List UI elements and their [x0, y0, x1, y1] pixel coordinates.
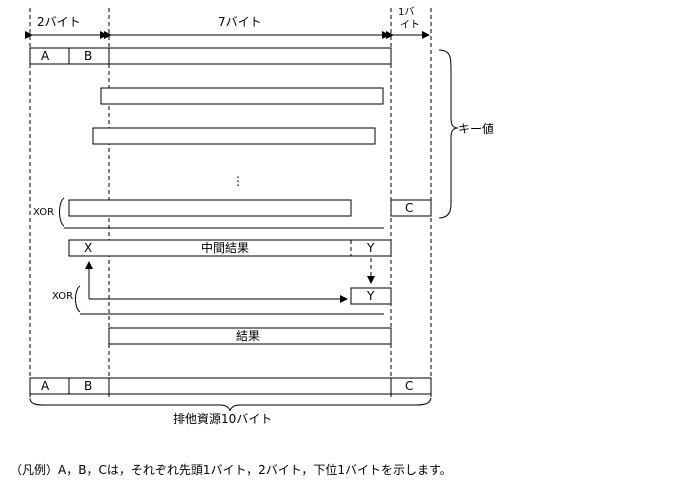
xor-brace-2: [75, 285, 81, 313]
xor-label-1: XOR: [33, 207, 54, 218]
key-value-brace: [438, 49, 459, 219]
seven-byte-label: 7バイト: [218, 15, 262, 29]
block-x-label: X: [84, 241, 92, 255]
block-b-label: B: [84, 49, 92, 63]
block-y-label: Y: [366, 241, 375, 255]
legend-text: （凡例）A，B，Cは，それぞれ先頭1バイト，2バイト，下位1バイトを示します。: [10, 462, 452, 477]
block-c-key-label: C: [405, 201, 413, 215]
block-c-key: [390, 199, 432, 217]
two-byte-label: 2バイト: [37, 15, 81, 29]
y-copy-box: [350, 287, 392, 305]
block-a-final-label: A: [41, 379, 50, 393]
result-box: [108, 327, 392, 345]
exclusive-resource-label: 排他資源10バイト: [173, 412, 272, 426]
block-a-top: [29, 47, 70, 65]
result-label: 結果: [236, 329, 260, 343]
block-a-final: [29, 377, 70, 395]
block-b-final-label: B: [84, 379, 92, 393]
intermediate-result-label: 中間結果: [201, 240, 249, 255]
intermediate-result-box: [68, 239, 392, 257]
block-c-final-label: C: [405, 379, 413, 393]
y-copy-label: Y: [366, 289, 375, 303]
block-body-final: [108, 377, 392, 395]
block-c-final: [390, 377, 432, 395]
key-value-label: キー値: [458, 121, 494, 136]
key-row-2: [100, 87, 384, 105]
key-row-last: [68, 199, 352, 217]
one-byte-label-1: 1バ: [398, 6, 414, 18]
one-byte-label-2: イト: [400, 20, 420, 31]
exclusive-resource-brace: [29, 397, 432, 412]
block-a-label: A: [41, 49, 50, 63]
xor-label-2: XOR: [52, 291, 73, 302]
block-key-body-top: [108, 47, 392, 65]
vertical-ellipsis: ⋮: [232, 174, 244, 188]
xor-brace-1: [59, 197, 65, 227]
key-row-3: [92, 127, 376, 145]
